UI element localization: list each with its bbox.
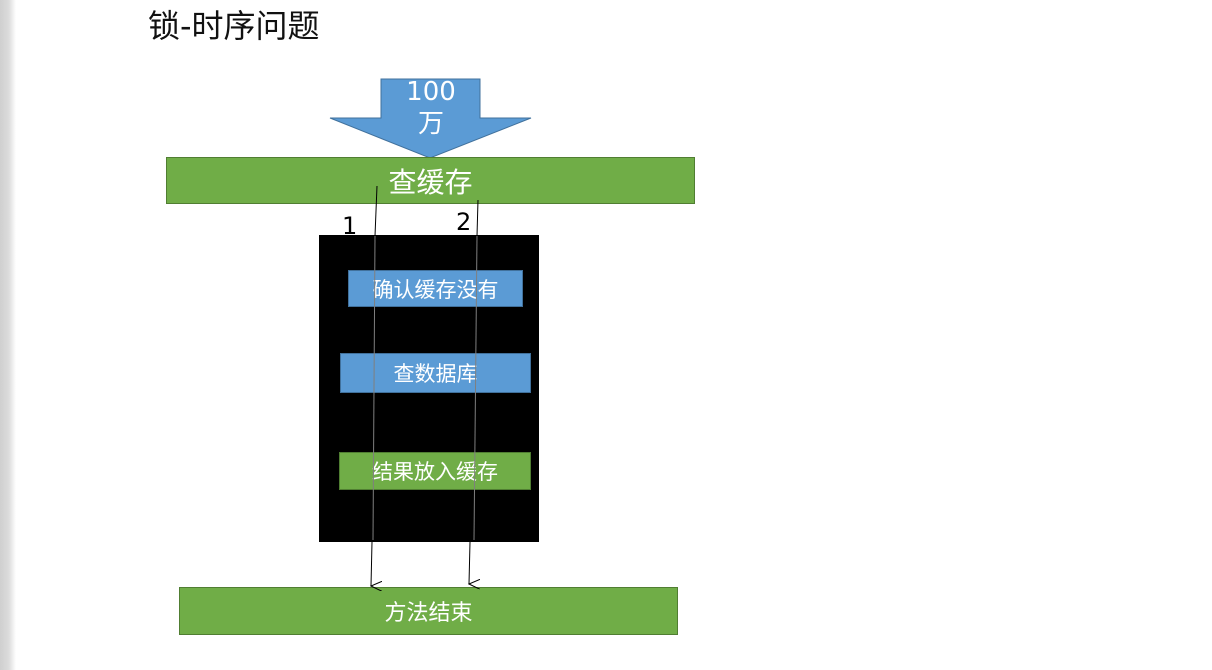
request-count-label: 100 万 — [400, 76, 462, 140]
page-title: 锁-时序问题 — [148, 7, 320, 45]
step-put-result-in-cache: 结果放入缓存 — [339, 452, 531, 490]
thread-label-1: 1 — [342, 212, 358, 240]
thread-1-arrow — [371, 541, 372, 586]
step-query-database: 查数据库 — [340, 353, 531, 393]
thread-label-2: 2 — [456, 208, 472, 236]
request-count-number: 100 — [406, 77, 456, 107]
method-end-bar: 方法结束 — [179, 587, 678, 635]
page-edge-shadow — [0, 0, 16, 670]
thread-2-line-top — [476, 199, 479, 237]
thread-2-arrow — [469, 541, 470, 584]
query-cache-bar: 查缓存 — [166, 157, 695, 204]
request-count-unit: 万 — [417, 109, 444, 139]
step-confirm-cache-missing: 确认缓存没有 — [348, 270, 523, 307]
